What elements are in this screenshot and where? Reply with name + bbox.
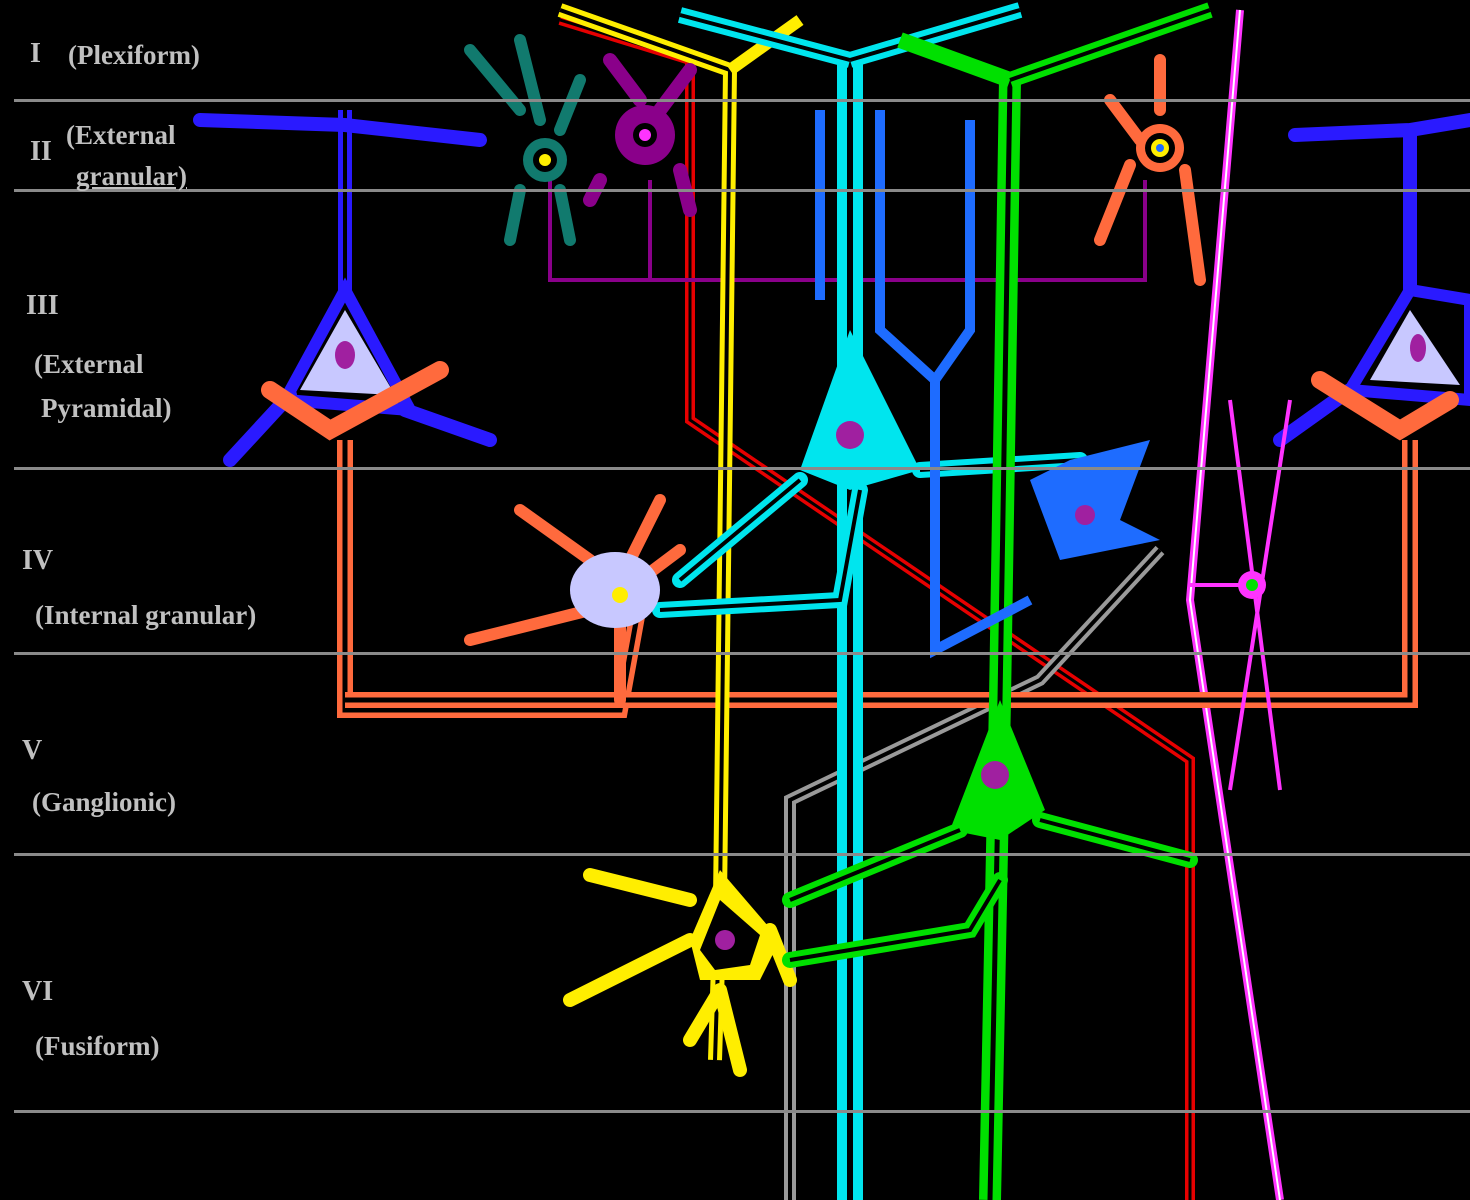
layer-5-numeral: V	[22, 737, 42, 765]
layer-1-numeral: I	[30, 40, 41, 68]
layer-3-name-line2: Pyramidal)	[41, 395, 171, 422]
layer-3-name: (External	[34, 351, 143, 378]
layer-4-name: (Internal granular)	[35, 602, 256, 629]
layer-divider-3	[14, 467, 1470, 470]
blue-pyramidal-left	[200, 110, 490, 460]
orange-small-cell	[1100, 60, 1200, 280]
layer-divider-5	[14, 853, 1470, 856]
layer-2-numeral: II	[30, 138, 52, 166]
layer-divider-2	[14, 189, 1470, 192]
layer-divider-4	[14, 652, 1470, 655]
purple-granule-cell	[590, 60, 690, 210]
layer-3-numeral: III	[26, 292, 59, 320]
layer-6-name: (Fusiform)	[35, 1033, 159, 1060]
layer-2-name-line2: granular)	[76, 163, 187, 190]
blue-pyramidal-right	[1280, 120, 1470, 440]
layer-divider-1	[14, 99, 1470, 102]
layer-1-name: (Plexiform)	[68, 42, 200, 69]
layer-2-name: (External	[66, 122, 175, 149]
layer-5-name: (Ganglionic)	[32, 789, 176, 816]
stellate-cell-orange	[470, 500, 680, 700]
layer-divider-6	[14, 1110, 1470, 1113]
layer-6-numeral: VI	[22, 978, 53, 1006]
layer-4-numeral: IV	[22, 547, 53, 575]
